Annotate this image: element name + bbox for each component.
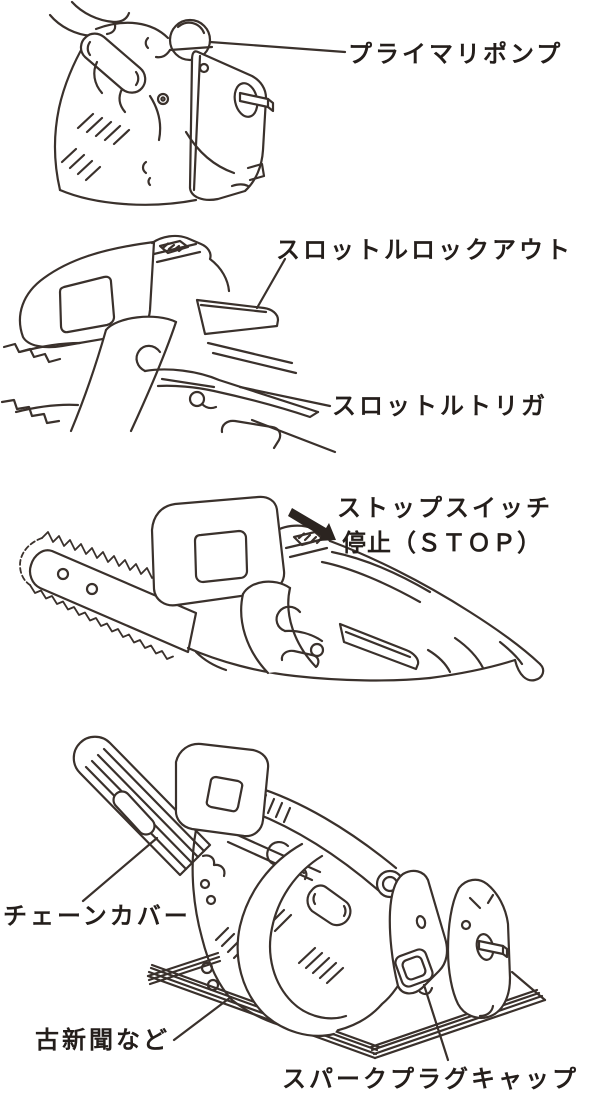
- vent-hatching: [60, 112, 131, 182]
- leader-chain-cover: [81, 836, 159, 903]
- newspaper-stack-lines: [147, 955, 544, 1056]
- label-primer-pump: プライマリポンプ: [348, 40, 564, 68]
- label-stop-text: 停止（ＳＴＯＰ）: [342, 529, 542, 557]
- stop-direction-arrow-icon: [288, 508, 336, 541]
- leader-primer-pump: [208, 40, 347, 54]
- leader-newspaper: [172, 995, 233, 1042]
- spark-plug-cap: [394, 948, 434, 988]
- label-stop-switch: ストップスイッチ: [337, 494, 553, 522]
- figure4-storage-view: [72, 735, 547, 1060]
- leader-lines: [81, 40, 450, 1062]
- label-throttle-trigger: スロットルトリガ: [332, 392, 548, 420]
- figure2-throttle-closeup: [0, 234, 337, 454]
- label-throttle-lockout: スロットルロックアウト: [276, 236, 573, 264]
- figure3-stop-switch-view: [19, 495, 545, 682]
- leader-throttle-trigger: [238, 385, 332, 408]
- figure1-primer-pump-closeup: [48, 0, 275, 206]
- label-chain-cover: チェーンカバー: [3, 902, 191, 930]
- leader-throttle-lockout: [255, 257, 287, 310]
- label-spark-plug-cap: スパークプラグキャップ: [282, 1065, 579, 1093]
- leader-spark-plug-cap: [422, 983, 450, 1062]
- label-newspaper: 古新聞など: [35, 1026, 170, 1054]
